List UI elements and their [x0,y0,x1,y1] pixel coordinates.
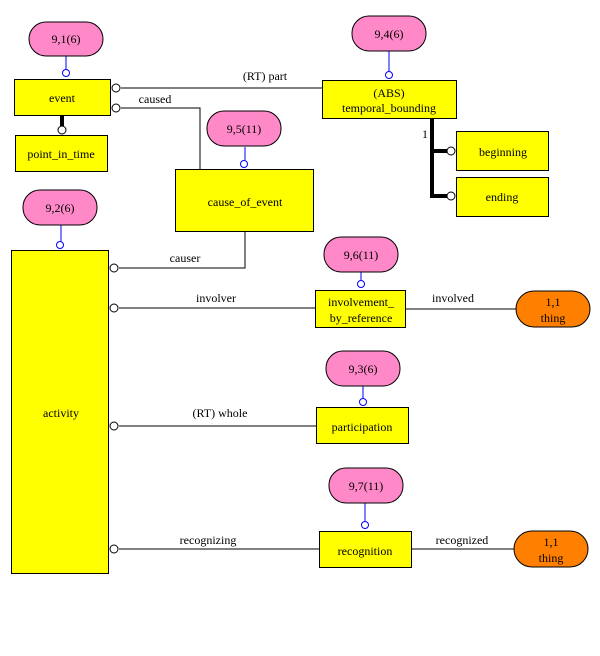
entity-participation[interactable]: participation [316,407,409,444]
thing-cardinality: 1,1 [546,295,561,309]
pill-label: 9,7(11) [349,479,384,493]
pill-label: 9,4(6) [375,27,404,41]
entity-point-in-time[interactable]: point_in_time [15,135,108,172]
role-label-involver: involver [196,291,236,305]
role-circle-causer[interactable] [109,263,119,273]
subtype-cardinality: 1 [422,127,428,141]
pill-91[interactable]: 9,1(6) [28,21,104,57]
pill-connector-circle-95 [240,160,248,168]
pill-95[interactable]: 9,5(11) [206,110,282,147]
pill-97[interactable]: 9,7(11) [328,467,404,504]
role-circle-caused[interactable] [111,103,121,113]
entity-label: activity [43,406,79,420]
subtype-circle-point-in-time[interactable] [57,125,67,135]
entity-label: event [49,91,76,105]
pill-connector-circle-92 [56,241,64,249]
pill-93[interactable]: 9,3(6) [325,350,401,387]
pill-connector-circle-91 [62,69,70,77]
entity-ending[interactable]: ending [456,177,549,217]
entity-label: recognition [338,544,393,558]
thing-recognized[interactable]: 1,1 thing [513,530,589,568]
entity-label-line1: (ABS) [373,86,404,100]
pill-connector-circle-94 [385,71,393,79]
entity-involvement-by-reference[interactable]: involvement_ by_reference [315,290,406,328]
entity-label: beginning [479,145,527,159]
entity-label: point_in_time [27,147,94,161]
entity-label: ending [486,190,519,204]
subtype-circle-ending[interactable] [446,191,456,201]
thing-involved[interactable]: 1,1 thing [515,290,591,328]
role-circle-rt-part[interactable] [111,83,121,93]
entity-label-line2: by_reference [330,311,393,325]
relation-line-caused [121,107,201,169]
pill-92[interactable]: 9,2(6) [22,189,98,226]
pill-96[interactable]: 9,6(11) [323,236,399,273]
thing-label: thing [539,551,564,565]
pill-connector-circle-93 [359,398,367,406]
subtype-circle-beginning[interactable] [446,146,456,156]
entity-event[interactable]: event [14,79,111,116]
entity-beginning[interactable]: beginning [456,131,549,171]
role-label-involved: involved [432,291,474,305]
pill-label: 9,3(6) [349,362,378,376]
role-label-recognized: recognized [436,533,489,547]
entity-label-line1: involvement_ [328,295,395,309]
entity-cause-of-event[interactable]: cause_of_event [175,169,314,232]
relation-line-causer [119,231,246,269]
role-circle-rt-whole[interactable] [109,421,119,431]
role-label-caused: caused [139,92,172,106]
role-label-rt-whole: (RT) whole [193,406,248,420]
pill-connector-circle-97 [361,521,369,529]
subtype-line-ending [430,118,451,198]
pill-connector-circle-96 [357,280,365,288]
role-label-causer: causer [170,251,201,265]
entity-label: participation [332,420,393,434]
pill-label: 9,6(11) [344,248,379,262]
role-circle-involver[interactable] [109,303,119,313]
entity-activity[interactable]: activity [11,250,109,574]
role-label-recognizing: recognizing [180,533,237,547]
entity-temporal-bounding[interactable]: (ABS) temporal_bounding [322,80,457,119]
role-circle-recognizing[interactable] [109,544,119,554]
pill-label: 9,2(6) [46,201,75,215]
role-label-rt-part: (RT) part [243,69,288,83]
pill-94[interactable]: 9,4(6) [351,15,427,52]
thing-cardinality: 1,1 [544,535,559,549]
entity-recognition[interactable]: recognition [319,531,412,568]
pill-label: 9,5(11) [227,122,262,136]
entity-label-line2: temporal_bounding [342,101,436,115]
pill-label: 9,1(6) [52,32,81,46]
thing-label: thing [541,311,566,325]
entity-label: cause_of_event [208,195,283,209]
